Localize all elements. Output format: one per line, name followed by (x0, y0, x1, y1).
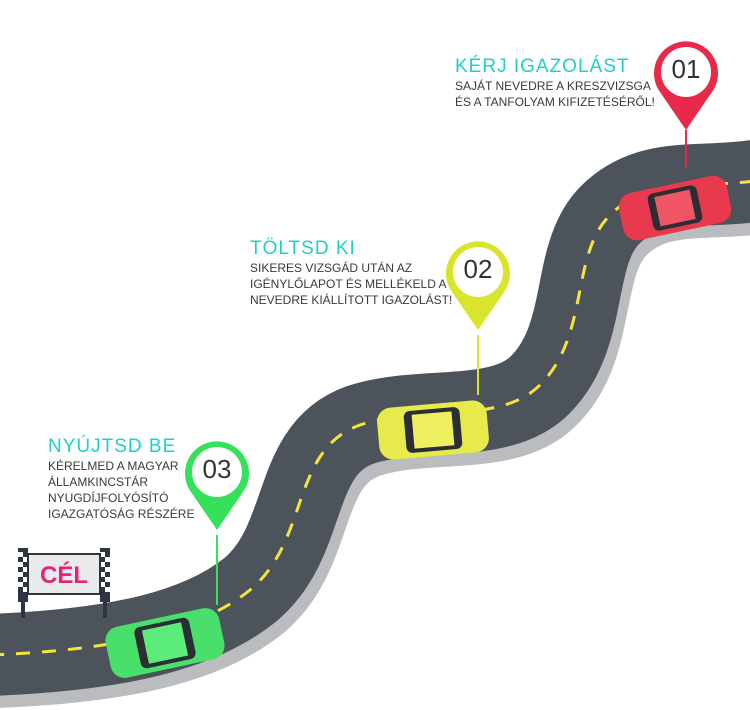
pin-01: 01 (654, 40, 718, 130)
step-1-number: 01 (671, 54, 701, 84)
step-2-number: 02 (463, 254, 493, 284)
step-1-title: KÉRJ IGAZOLÁST (455, 56, 630, 77)
map-pin-icon (654, 41, 718, 130)
step-3-line: ÁLLAMKINCSTÁR (48, 475, 149, 489)
car-green (105, 608, 225, 678)
car-red (618, 175, 732, 241)
step-3-line: NYUGDÍJFOLYÓSÍTÓ (48, 491, 169, 505)
map-pin-icon (185, 441, 249, 530)
step-2-text: TÖLTSD KI SIKERES VIZSGÁD UTÁN AZ IGÉNYL… (250, 238, 452, 308)
pin-02: 02 (446, 240, 510, 330)
map-pin-icon (446, 241, 510, 330)
step-3-title: NYÚJTSD BE (48, 436, 177, 457)
pin-03: 03 (185, 440, 249, 530)
step-1-line: ÉS A TANFOLYAM KIFIZETÉSÉRŐL! (455, 95, 655, 109)
car-yellow (377, 400, 489, 460)
step-2-line: NEVEDRE KIÁLLÍTOTT IGAZOLÁST! (250, 293, 453, 307)
step-3-line: KÉRELMED A MAGYAR (48, 459, 179, 473)
checkered-flag-icon (18, 548, 110, 618)
finish-sign-label: CÉL (40, 562, 88, 589)
step-1-line: SAJÁT NEVEDRE A KRESZVIZSGA (455, 79, 651, 93)
step-2-title: TÖLTSD KI (250, 238, 356, 259)
step-3-line: IGAZGATÓSÁG RÉSZÉRE (48, 507, 195, 521)
finish-sign: CÉL (16, 548, 112, 618)
step-2-line: SIKERES VIZSGÁD UTÁN AZ (250, 261, 413, 275)
step-1-text: KÉRJ IGAZOLÁST SAJÁT NEVEDRE A KRESZVIZS… (455, 56, 655, 110)
step-3-text: NYÚJTSD BE KÉRELMED A MAGYAR ÁLLAMKINCST… (48, 436, 194, 522)
step-3-number: 03 (202, 454, 232, 484)
step-2-line: IGÉNYLŐLAPOT ÉS MELLÉKELD A (250, 277, 447, 291)
